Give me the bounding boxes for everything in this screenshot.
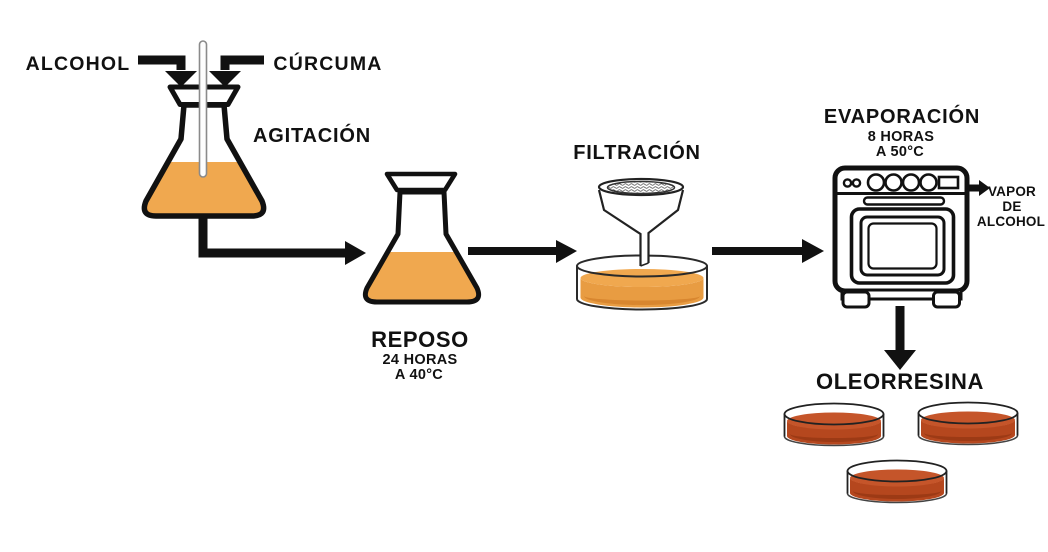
filtration-liquid-surface [580,269,704,287]
vapor-label-line1: VAPOR [988,184,1036,199]
oven-knob [884,173,903,192]
rest-duration: 24 HORAS [383,352,458,368]
oleoresin-dish-bottom [846,459,948,504]
oven-indicator-light [851,178,862,188]
arrow-oven-to-oleoresin [884,306,916,370]
funnel-mesh [606,180,676,195]
product-label: OLEORRESINA [816,369,984,394]
oven-knob [919,173,938,192]
rest-flask [362,171,482,305]
evaporation-label: EVAPORACIÓN [824,104,980,128]
oven-handle [862,196,946,206]
filtration-label: FILTRACIÓN [573,140,701,164]
arrow-agitation-to-rest [198,214,366,265]
arrow-oven-to-vapor [967,180,990,196]
flask-mouth [384,171,458,193]
vapor-label-line2: DE [1002,199,1021,214]
agitation-label: AGITACIÓN [253,123,371,147]
curcuma-arrow [209,55,264,87]
oven-foot [932,290,961,309]
stirring-rod [198,40,208,178]
arrow-rest-to-filtration [468,240,577,263]
oven-display [937,175,960,190]
filtration-funnel [597,177,685,267]
oleoresin-dish-right [917,401,1019,446]
evaporation-temperature: A 50°C [876,144,924,160]
filtration-liquid-shadow [584,296,700,305]
evaporation-duration: 8 HORAS [868,129,935,145]
evaporation-oven [832,165,970,309]
oven-knob [901,173,921,192]
vapor-label-line3: ALCOHOL [977,214,1045,229]
alcohol-label: ALCOHOL [26,53,131,75]
oven-foot [841,290,871,309]
alcohol-arrow [138,55,197,87]
rest-temperature: A 40°C [395,367,443,383]
agitation-flask [141,40,267,219]
curcuma-label: CÚRCUMA [273,51,382,75]
oven-indicator-light [842,178,853,188]
filtration-dish [576,254,708,311]
rest-label: REPOSO [371,327,469,352]
arrow-filtration-to-evaporation [712,239,824,263]
agitation-flask-liquid [144,162,264,216]
oven-door-glass [867,222,938,270]
rest-flask-liquid [365,252,479,302]
oleoresin-dish-left [783,402,885,447]
oven-knob [866,173,886,192]
